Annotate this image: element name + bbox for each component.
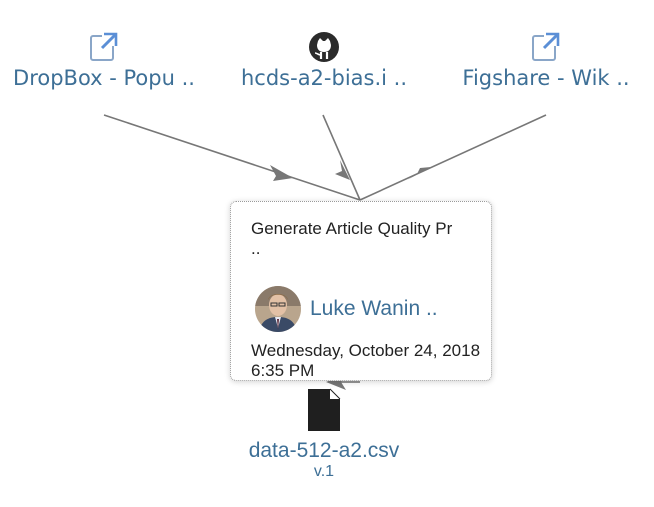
output-file-name: data-512-a2.csv xyxy=(248,439,400,462)
file-icon xyxy=(306,387,342,433)
github-icon xyxy=(307,30,341,64)
external-link-icon xyxy=(529,30,563,64)
step-title: Generate Article Quality Pr .. xyxy=(251,219,483,259)
edge-dropbox-to-step xyxy=(103,114,361,201)
source-label-dropbox: DropBox - Popu .. xyxy=(13,66,195,90)
arrowhead-dropbox xyxy=(270,165,293,181)
avatar xyxy=(255,286,301,332)
author-name: Luke Wanin .. xyxy=(310,297,438,320)
source-node-github[interactable]: hcds-a2-bias.i .. xyxy=(224,30,424,90)
source-node-dropbox[interactable]: DropBox - Popu .. xyxy=(4,30,204,90)
external-link-icon xyxy=(87,30,121,64)
output-file-version: v.1 xyxy=(313,463,335,480)
step-card[interactable]: Generate Article Quality Pr .. Luke Wani… xyxy=(230,201,492,381)
arrowhead-figshare xyxy=(407,167,431,180)
output-file-node[interactable]: data-512-a2.csv v.1 xyxy=(224,387,424,481)
source-node-figshare[interactable]: Figshare - Wik .. xyxy=(446,30,646,90)
edge-figshare-to-step xyxy=(359,114,547,201)
step-timestamp: Wednesday, October 24, 2018 6:35 PM xyxy=(251,341,481,380)
source-label-github: hcds-a2-bias.i .. xyxy=(240,66,408,90)
step-title-line2: .. xyxy=(251,239,261,258)
arrowhead-github xyxy=(335,160,350,180)
source-label-figshare: Figshare - Wik .. xyxy=(462,66,630,90)
edge-github-to-step xyxy=(322,114,361,201)
author-row[interactable]: Luke Wanin .. xyxy=(255,286,438,332)
step-title-line1: Generate Article Quality Pr xyxy=(251,219,453,238)
